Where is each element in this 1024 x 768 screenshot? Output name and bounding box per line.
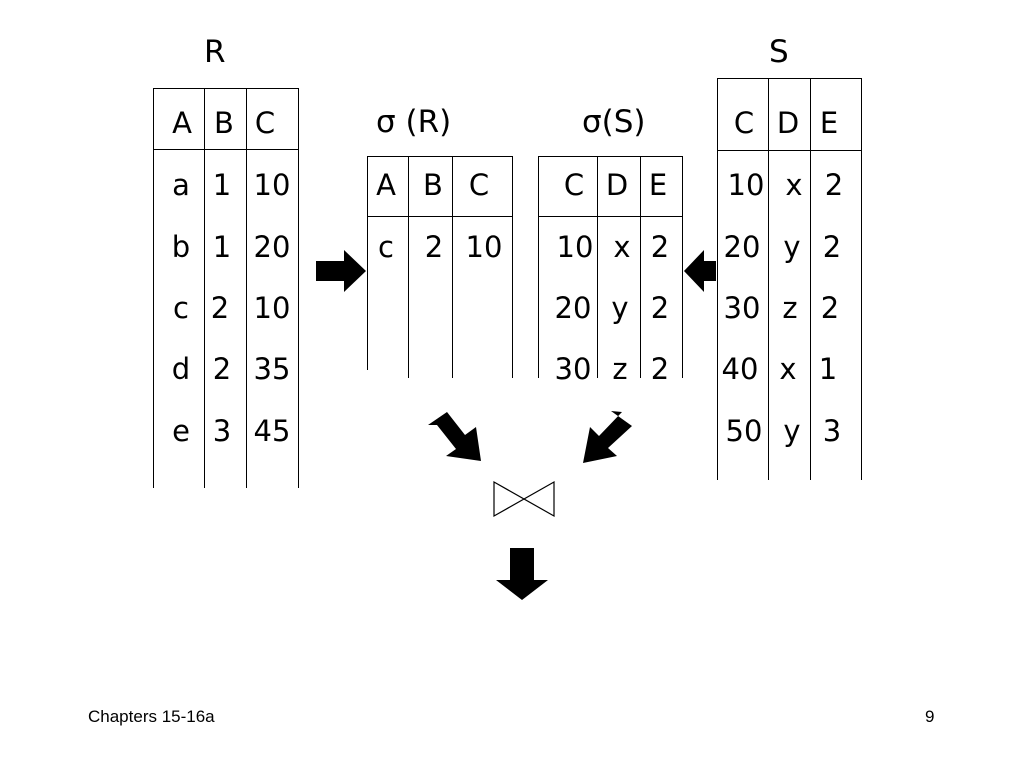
table-s-top-border — [717, 78, 861, 79]
sigma-s-cell: 30 — [554, 352, 592, 386]
table-r-cell: 20 — [253, 230, 291, 264]
sigma-s-col-line — [597, 156, 598, 378]
table-s-header-divider — [717, 150, 861, 151]
table-s-cell: y — [783, 414, 801, 448]
down-right-arrow-icon — [428, 412, 481, 461]
table-r-cell: d — [171, 352, 191, 386]
table-r-header-cell: A — [172, 106, 192, 140]
table-s-cell: z — [782, 291, 798, 325]
down-arrow-icon — [496, 548, 548, 600]
table-s-header-cell: D — [776, 106, 800, 140]
sigma-s-top-border — [538, 156, 682, 157]
sigma-r-header-divider — [367, 216, 512, 217]
sigma-s-cell: y — [611, 291, 629, 325]
sigma-r-title: σ (R) — [376, 104, 451, 140]
sigma-s-cell: 2 — [650, 291, 670, 325]
table-r-cell: b — [171, 230, 191, 264]
table-r-title: R — [204, 34, 226, 70]
table-r-cell: 1 — [212, 230, 232, 264]
sigma-s-col-line — [682, 156, 683, 378]
right-arrow-icon — [316, 250, 366, 292]
table-r-col-line — [204, 88, 205, 488]
down-left-arrow-icon — [583, 411, 632, 463]
join-symbol-icon — [493, 480, 555, 518]
sigma-s-header-cell: D — [605, 168, 629, 202]
table-r-top-border — [153, 88, 298, 89]
sigma-s-cell: 2 — [650, 352, 670, 386]
table-r-cell: 10 — [253, 291, 291, 325]
table-r-cell: 45 — [253, 414, 291, 448]
sigma-symbol: σ — [582, 104, 602, 140]
sigma-s-cell: 2 — [650, 230, 670, 264]
table-s-cell: 3 — [822, 414, 842, 448]
sigma-r-cell: 2 — [424, 230, 444, 264]
table-s-col-line — [861, 78, 862, 480]
table-s-cell: x — [785, 168, 803, 202]
table-s-cell: 50 — [725, 414, 763, 448]
page-number: 9 — [925, 707, 935, 726]
sigma-r-col-line — [512, 156, 513, 378]
sigma-r-cell: c — [378, 230, 394, 264]
sigma-r-cell: 10 — [465, 230, 503, 264]
table-s-cell: 20 — [723, 230, 761, 264]
table-r-cell: e — [172, 414, 190, 448]
table-s-cell: 2 — [820, 291, 840, 325]
sigma-r-header-cell: A — [376, 168, 396, 202]
table-s-header-cell: C — [733, 106, 755, 140]
sigma-s-col-line — [640, 156, 641, 378]
table-s-col-line — [810, 78, 811, 480]
table-r-cell: c — [173, 291, 189, 325]
sigma-s-header-cell: E — [648, 168, 668, 202]
table-r-cell: 3 — [212, 414, 232, 448]
table-r-cell: 2 — [212, 352, 232, 386]
sigma-s-label: (S) — [601, 104, 646, 140]
table-s-cell: 30 — [723, 291, 761, 325]
table-r-cell: 35 — [253, 352, 291, 386]
sigma-s-cell: 10 — [556, 230, 594, 264]
sigma-r-header-cell: C — [468, 168, 490, 202]
sigma-symbol: σ — [376, 104, 396, 140]
table-s-cell: 1 — [818, 352, 838, 386]
table-r-cell: 10 — [253, 168, 291, 202]
sigma-r-top-border — [367, 156, 512, 157]
table-r-header-cell: C — [254, 106, 276, 140]
table-r-cell: 2 — [210, 291, 230, 325]
footer-chapter-label: Chapters 15-16a — [88, 707, 215, 726]
sigma-r-col-line — [367, 156, 368, 370]
table-s-cell: 2 — [824, 168, 844, 202]
sigma-s-header-cell: C — [563, 168, 585, 202]
sigma-s-cell: z — [612, 352, 628, 386]
sigma-s-header-divider — [538, 216, 682, 217]
table-r-header-cell: B — [214, 106, 234, 140]
left-arrow-icon — [684, 250, 716, 292]
sigma-r-col-line — [452, 156, 453, 378]
table-s-cell: 40 — [721, 352, 759, 386]
table-s-title: S — [769, 34, 789, 70]
table-r-col-line — [246, 88, 247, 488]
sigma-r-header-cell: B — [423, 168, 443, 202]
sigma-s-cell: x — [613, 230, 631, 264]
sigma-r-label: (R) — [395, 104, 452, 140]
table-r-cell: a — [172, 168, 190, 202]
table-s-cell: x — [779, 352, 797, 386]
table-r-col-line — [298, 88, 299, 488]
table-s-cell: 2 — [822, 230, 842, 264]
table-r-cell: 1 — [212, 168, 232, 202]
table-s-col-line — [717, 78, 718, 480]
table-s-header-cell: E — [819, 106, 839, 140]
table-s-col-line — [768, 78, 769, 480]
table-r-header-divider — [153, 149, 298, 150]
sigma-s-cell: 20 — [554, 291, 592, 325]
sigma-s-title: σ(S) — [582, 104, 646, 140]
sigma-s-col-line — [538, 156, 539, 378]
table-r-col-line — [153, 88, 154, 488]
sigma-r-col-line — [408, 156, 409, 378]
table-s-cell: 10 — [727, 168, 765, 202]
table-s-cell: y — [783, 230, 801, 264]
